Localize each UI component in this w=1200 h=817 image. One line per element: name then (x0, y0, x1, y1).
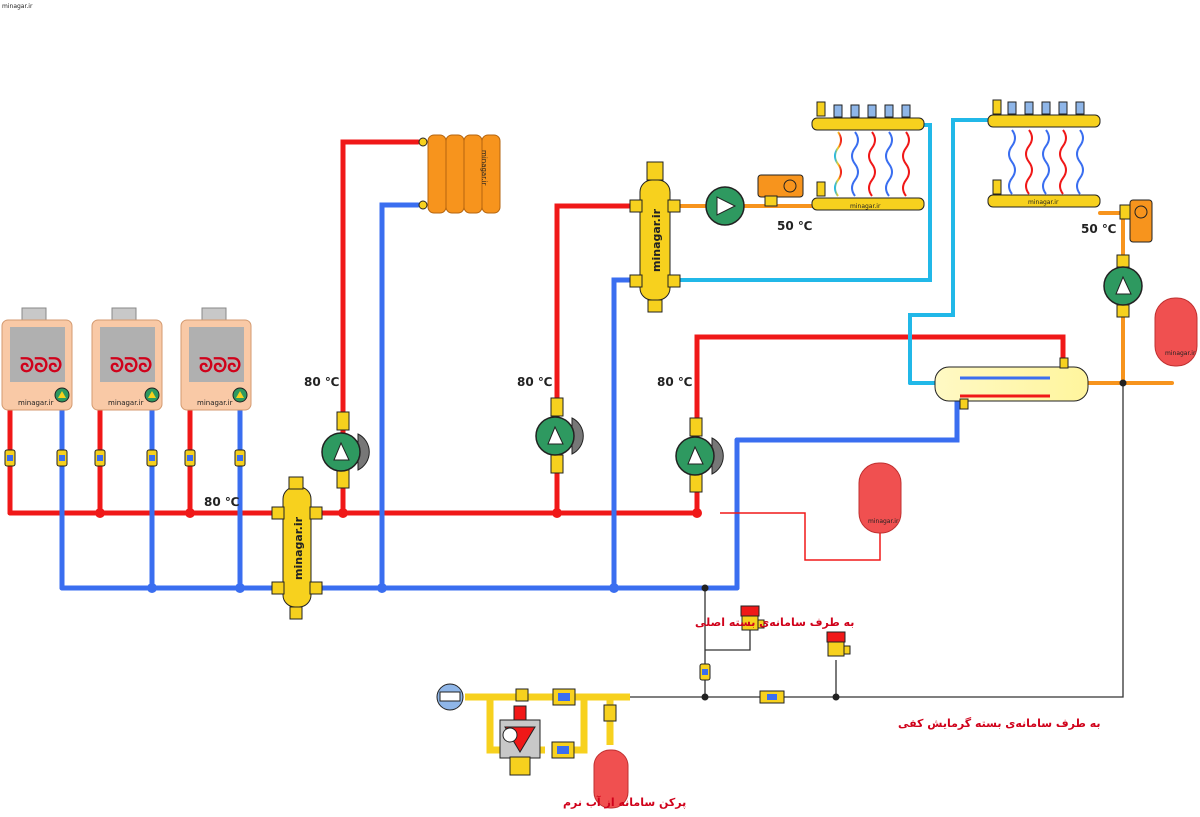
temp-label-floor-mix: 50 ℃ (777, 219, 812, 233)
makeup-lines (630, 383, 1124, 698)
floor-2-mixing-valve (1119, 199, 1153, 243)
radiator-circuit (340, 139, 421, 591)
heat-exchanger (934, 357, 1089, 410)
svg-text:ᘐᘐᘐ: ᘐᘐᘐ (20, 353, 62, 377)
floor-2-manifold: minagar.ir (987, 99, 1101, 208)
boiler-valves (4, 449, 246, 467)
boiler-1: ᘐᘐᘐ minagar.ir (1, 307, 73, 411)
svg-text:minagar.ir: minagar.ir (292, 516, 305, 580)
expansion-tank-main: minagar.ir (858, 462, 902, 534)
temp-label-boiler-out: 80 ℃ (204, 495, 239, 509)
watermark: minagar.ir (2, 3, 33, 10)
boiler-3: ᘐᘐᘐ minagar.ir (180, 307, 252, 411)
floor-1-circulator (705, 186, 745, 226)
svg-text:minagar.ir: minagar.ir (1028, 199, 1059, 206)
temp-label-floor2-mix: 50 ℃ (1081, 222, 1116, 236)
floor-1-mixing-valve (757, 174, 804, 207)
pipe-tees (95, 508, 702, 593)
safety-valve-floor (826, 631, 851, 657)
svg-text:minagar.ir: minagar.ir (1165, 350, 1196, 357)
svg-text:minagar.ir: minagar.ir (480, 150, 488, 186)
note-to-main-closed: به طرف سامانه‌ی بسته اصلی (695, 616, 854, 629)
note-to-floor-closed: به طرف سامانه‌ی بسته گرمایش کفی (898, 717, 1101, 730)
svg-text:minagar.ir: minagar.ir (650, 208, 663, 272)
fill-assembly (436, 683, 630, 776)
floor-heating-1-pump (535, 397, 584, 474)
temp-label-floor-pump: 80 ℃ (517, 375, 552, 389)
floor-1-manifold: minagar.ir (811, 101, 925, 211)
radiator-pump (321, 411, 370, 489)
svg-text:ᘐᘐᘐ: ᘐᘐᘐ (110, 353, 152, 377)
svg-text:minagar.ir: minagar.ir (18, 399, 54, 407)
expansion-line (720, 512, 881, 561)
expansion-tank-fill (593, 749, 629, 809)
svg-text:minagar.ir: minagar.ir (868, 518, 899, 525)
boiler-2: ᘐᘐᘐ minagar.ir (91, 307, 163, 411)
main-return-line (59, 385, 1052, 591)
temp-label-radiator-pump: 80 ℃ (304, 375, 339, 389)
note-fill-softened: پرکن سامانه از آب نرم (563, 795, 686, 809)
temp-label-hx-pump: 80 ℃ (657, 375, 692, 389)
junction-dots (701, 379, 1127, 701)
svg-text:minagar.ir: minagar.ir (850, 203, 881, 210)
radiator: minagar.ir (418, 134, 501, 214)
hydraulic-separator-main: minagar.ir (271, 476, 323, 620)
svg-text:minagar.ir: minagar.ir (197, 399, 233, 407)
expansion-tank-floor-2: minagar.ir (1154, 297, 1198, 367)
hx-pump (675, 417, 724, 493)
svg-text:minagar.ir: minagar.ir (108, 399, 144, 407)
hydraulic-separator-floor-1: minagar.ir (629, 161, 681, 313)
makeup-valves (699, 663, 785, 704)
floor-2-circulator (1103, 254, 1143, 318)
svg-text:ᘐᘐᘐ: ᘐᘐᘐ (199, 353, 241, 377)
